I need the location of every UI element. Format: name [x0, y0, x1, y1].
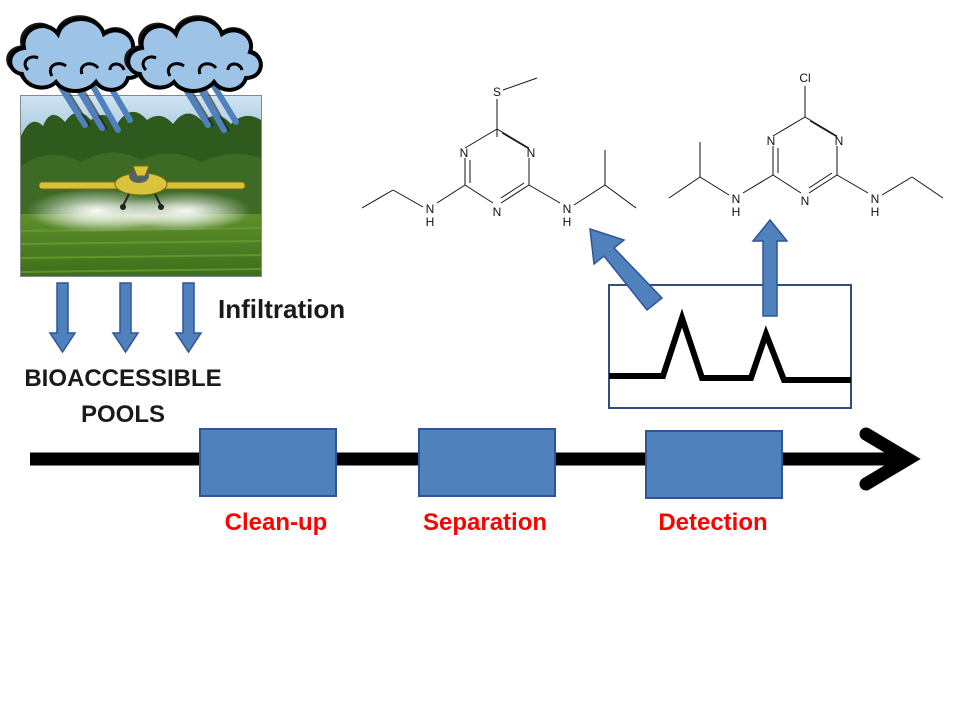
crop-duster-illustration [21, 96, 261, 276]
rain-cloud-icon [124, 15, 263, 93]
left-triazine-molecule [361, 77, 637, 209]
svg-text:N: N [527, 146, 536, 160]
svg-text:N: N [871, 192, 880, 206]
svg-text:N: N [732, 192, 741, 206]
svg-text:N: N [426, 202, 435, 216]
separation-step-box [418, 428, 556, 497]
cleanup-step-box [199, 428, 337, 497]
right-molecule-atoms: Cl N N N N H N H [732, 71, 880, 219]
chromatogram-trace [609, 308, 851, 383]
crop-duster-photo [20, 95, 262, 277]
right-triazine-molecule [668, 86, 944, 199]
svg-text:N: N [460, 146, 469, 160]
svg-text:N: N [767, 134, 776, 148]
left-molecule-atoms: S N N N N H N H [426, 85, 572, 229]
svg-text:N: N [801, 194, 810, 208]
down-arrow-icon [111, 282, 140, 354]
pools-label-line1: BIOACCESSIBLE [24, 365, 221, 392]
up-arrow-icon [751, 218, 789, 317]
cleanup-step-label: Clean-up [225, 509, 328, 536]
svg-text:H: H [732, 205, 741, 219]
pools-label-line2: POOLS [81, 401, 165, 428]
svg-text:S: S [493, 85, 501, 99]
down-arrow-icon [48, 282, 77, 354]
detection-step-label: Detection [658, 509, 767, 536]
separation-step-label: Separation [423, 509, 547, 536]
rain-cloud-icon [6, 15, 145, 93]
detection-step-box [645, 430, 783, 499]
infiltration-label: Infiltration [218, 294, 345, 324]
svg-text:H: H [426, 215, 435, 229]
svg-text:Cl: Cl [799, 71, 810, 85]
down-arrow-icon [174, 282, 203, 354]
svg-text:H: H [563, 215, 572, 229]
diagonal-up-arrow-icon [589, 227, 664, 312]
svg-text:N: N [563, 202, 572, 216]
svg-text:H: H [871, 205, 880, 219]
svg-text:N: N [493, 205, 502, 219]
svg-text:N: N [835, 134, 844, 148]
